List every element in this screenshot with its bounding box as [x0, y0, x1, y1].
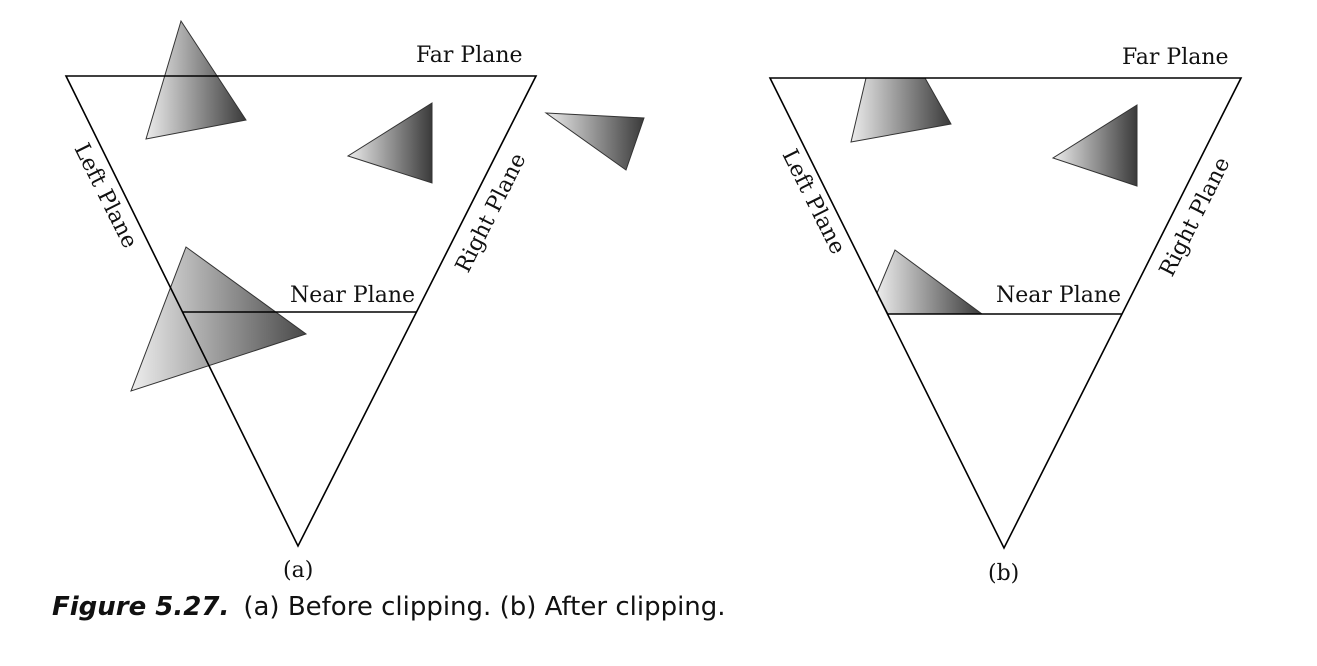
panel-a: Far Plane Near Plane Left Plane Right Pl…	[64, 19, 645, 583]
panel-b: Far Plane Near Plane Left Plane Right Pl…	[768, 45, 1243, 586]
panel-label-b: (b)	[988, 561, 1019, 586]
caption-text: (a) Before clipping. (b) After clipping.	[243, 592, 726, 622]
frustum-b-outline	[768, 77, 1243, 550]
far-plane-label-b: Far Plane	[1122, 45, 1229, 70]
triangle-b-inside	[1051, 104, 1138, 187]
far-plane-label-a: Far Plane	[416, 43, 523, 68]
panel-label-a: (a)	[283, 558, 313, 583]
near-plane-label-b: Near Plane	[996, 283, 1121, 308]
figure-caption: Figure 5.27. (a) Before clipping. (b) Aft…	[52, 592, 726, 622]
triangle-b-clipped-near-left	[876, 249, 984, 315]
frustum-a-outline	[64, 75, 538, 548]
right-plane-label-a: Right Plane	[451, 149, 531, 276]
figure-number: Figure 5.27.	[52, 592, 230, 622]
triangle-a-inside	[346, 102, 433, 184]
triangle-a-outside	[544, 112, 645, 171]
triangle-a-crossing-far-plane	[145, 19, 247, 140]
right-plane-label-b: Right Plane	[1155, 153, 1235, 280]
triangle-a-crossing-near-left	[130, 246, 308, 392]
near-plane-label-a: Near Plane	[290, 283, 415, 308]
triangle-b-clipped-far	[850, 77, 952, 143]
left-plane-label-b: Left Plane	[777, 145, 850, 258]
